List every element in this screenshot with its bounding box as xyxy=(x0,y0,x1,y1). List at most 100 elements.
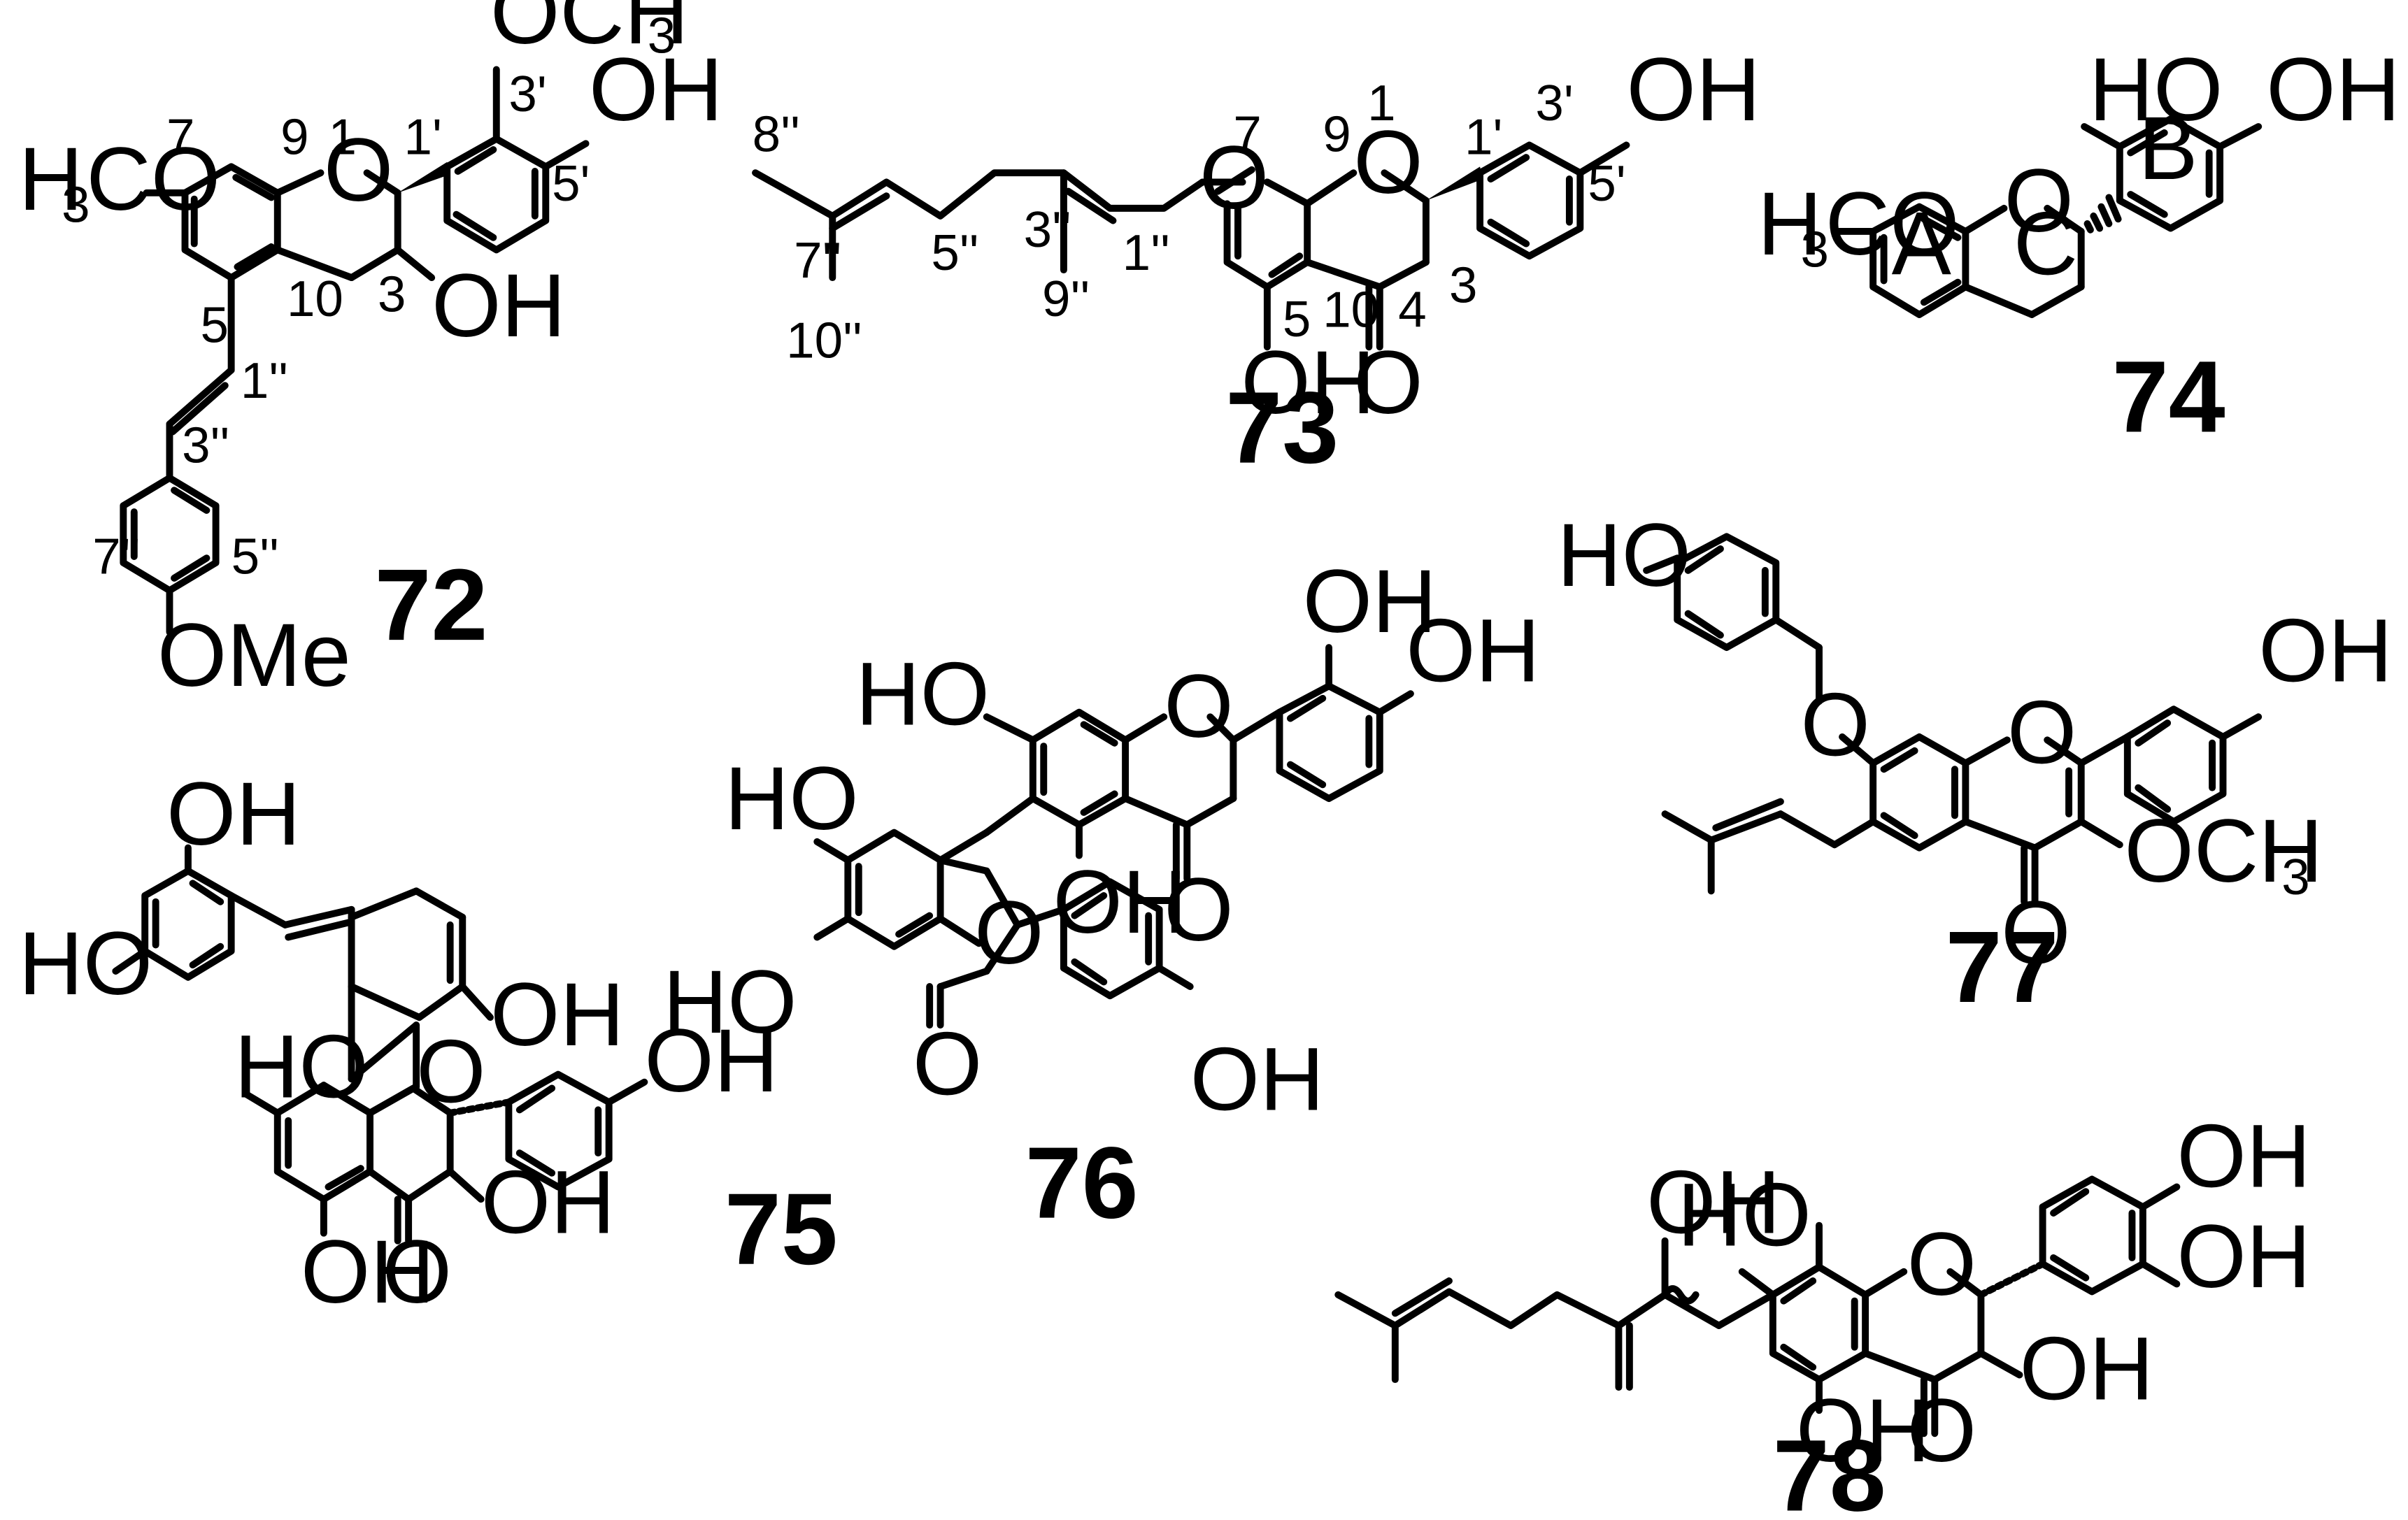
label-oh-3: OH xyxy=(1053,852,1187,952)
svg-text:3'': 3'' xyxy=(182,417,229,474)
label-oh-2: OH xyxy=(1406,601,1540,701)
svg-text:O: O xyxy=(1199,128,1269,228)
svg-text:CO: CO xyxy=(86,129,220,229)
label-ho-1: HO xyxy=(18,914,152,1014)
svg-text:1: 1 xyxy=(1367,75,1395,131)
svg-text:3': 3' xyxy=(1535,75,1573,131)
compound-77: HO OH O O OCH 3 O 77 xyxy=(1557,506,2393,1024)
label-ho: HO xyxy=(1557,506,1691,605)
compound-75: OH HO OH OH O HO OH O OH 75 xyxy=(18,764,837,1322)
label-h3co: H xyxy=(18,129,83,229)
label-oh-1: OH xyxy=(166,764,301,864)
svg-text:B: B xyxy=(2138,99,2197,199)
compound-78: OH OH HO OH O OH OH O 78 xyxy=(1334,1107,2311,1520)
svg-text:1': 1' xyxy=(1465,109,1502,166)
label-ho: HO xyxy=(1677,1165,1811,1265)
label-oh: OH xyxy=(589,40,723,140)
compound-74: HO OH H 3 CO O A C B 74 xyxy=(1758,40,2400,453)
label-och3: OCH xyxy=(490,0,689,63)
svg-text:O: O xyxy=(2007,682,2076,782)
svg-text:7: 7 xyxy=(166,109,194,166)
svg-text:3: 3 xyxy=(648,7,676,64)
label-ho-1: HO xyxy=(855,644,990,744)
svg-text:O: O xyxy=(1353,333,1423,433)
label-oh: OH xyxy=(1626,40,1760,140)
svg-text:8'': 8'' xyxy=(753,106,800,162)
compound-id: 74 xyxy=(2112,340,2225,454)
label-ho-2: HO xyxy=(234,1017,369,1117)
svg-text:3': 3' xyxy=(508,66,546,122)
svg-text:O: O xyxy=(2004,151,2073,251)
svg-text:3: 3 xyxy=(378,266,406,323)
compound-id: 75 xyxy=(725,1172,838,1286)
compound-72: OCH 3 OH H 3 CO O OH OMe 1 7 9 1' 3' 5' … xyxy=(18,0,722,705)
label-oh-5: OH xyxy=(301,1222,435,1322)
svg-text:5'': 5'' xyxy=(231,528,279,585)
compound-id: 73 xyxy=(1225,371,1339,485)
label-oh-3: OH xyxy=(644,1011,778,1111)
svg-text:5': 5' xyxy=(1588,155,1625,212)
label-ho-2: HO xyxy=(725,749,859,849)
label-oh-4: OH xyxy=(481,1153,615,1253)
svg-text:4: 4 xyxy=(1398,282,1426,338)
svg-text:7'': 7'' xyxy=(794,232,841,289)
svg-text:O: O xyxy=(974,883,1043,983)
svg-text:1'': 1'' xyxy=(1123,224,1170,281)
svg-text:CO: CO xyxy=(1825,174,1960,274)
label-oh-4: OH xyxy=(1190,1029,1325,1129)
svg-text:1': 1' xyxy=(404,109,442,166)
svg-text:9: 9 xyxy=(280,109,308,166)
label-ome: OMe xyxy=(157,605,351,705)
svg-text:3'': 3'' xyxy=(1024,201,1071,258)
svg-text:3: 3 xyxy=(1801,222,1829,278)
svg-text:10'': 10'' xyxy=(786,313,862,369)
svg-text:O: O xyxy=(1353,113,1423,213)
svg-text:5: 5 xyxy=(201,297,229,354)
svg-text:O: O xyxy=(416,1021,485,1121)
svg-text:3: 3 xyxy=(1449,257,1477,313)
compound-76: OH OH HO O HO OH O HO O O OH 76 xyxy=(663,552,1540,1240)
svg-text:7: 7 xyxy=(1233,106,1261,162)
svg-text:10: 10 xyxy=(287,271,343,327)
svg-text:9: 9 xyxy=(1323,106,1351,162)
svg-text:O: O xyxy=(1907,1214,1976,1314)
label-3-oh: OH xyxy=(432,256,566,356)
svg-text:O: O xyxy=(324,120,393,220)
compound-id: 76 xyxy=(1025,1126,1139,1240)
svg-text:C: C xyxy=(2014,194,2078,294)
compound-73: O O OH OH O 8'' 7'' 5'' 3'' 1'' 10'' 9''… xyxy=(752,40,1760,485)
svg-text:O: O xyxy=(2001,883,2070,983)
svg-text:5'': 5'' xyxy=(931,224,978,281)
svg-text:7'': 7'' xyxy=(92,528,140,585)
compound-id: 78 xyxy=(1773,1418,1886,1520)
label-oh-2: OH xyxy=(490,965,625,1065)
label-oh-3: OH xyxy=(2177,1207,2311,1307)
label-oh: OH xyxy=(2258,601,2393,701)
label-5-oh: OH xyxy=(1241,333,1375,433)
svg-text:O: O xyxy=(1164,860,1233,960)
svg-text:1'': 1'' xyxy=(241,352,288,409)
label-oh-2: OH xyxy=(2177,1107,2311,1207)
label-h3co: H xyxy=(1758,174,1822,274)
svg-text:1: 1 xyxy=(329,109,357,166)
svg-text:3: 3 xyxy=(62,177,90,234)
svg-text:10: 10 xyxy=(1323,282,1379,338)
compound-id: 72 xyxy=(375,547,488,661)
svg-text:O: O xyxy=(913,1014,982,1114)
label-oh-4: OH xyxy=(2020,1319,2154,1419)
label-oh-5: OH xyxy=(1796,1381,1930,1481)
label-oh: OH xyxy=(2266,40,2400,140)
svg-text:O: O xyxy=(1907,1381,1976,1481)
svg-text:O: O xyxy=(1801,675,1870,775)
label-och3: OCH xyxy=(2124,801,2323,901)
svg-text:O: O xyxy=(1164,657,1233,757)
svg-text:A: A xyxy=(1892,194,1952,294)
svg-text:9'': 9'' xyxy=(1042,271,1090,327)
label-ho: HO xyxy=(2089,40,2223,140)
compound-id: 77 xyxy=(1946,910,2059,1024)
label-oh-1: OH xyxy=(1303,552,1437,652)
svg-text:5: 5 xyxy=(1283,291,1311,347)
svg-text:3: 3 xyxy=(2281,849,2309,905)
svg-text:5': 5' xyxy=(552,155,590,212)
